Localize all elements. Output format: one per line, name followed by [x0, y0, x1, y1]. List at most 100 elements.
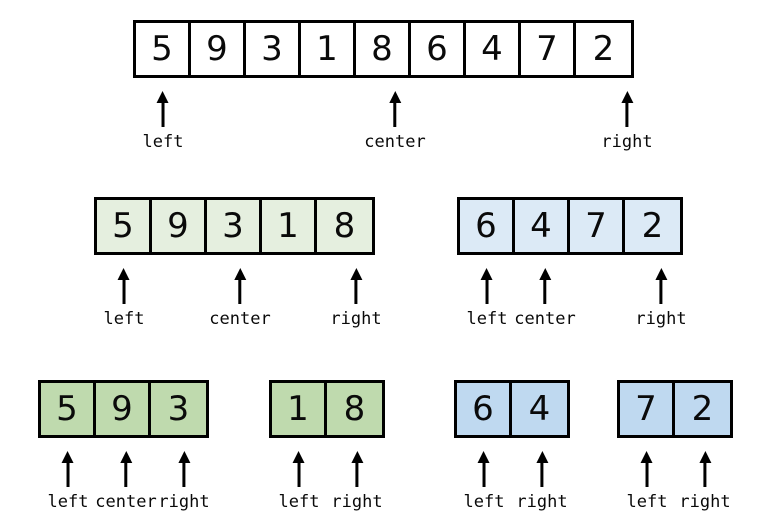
arrow-up-icon — [699, 451, 711, 463]
arrow-stem — [659, 280, 663, 304]
arrow-up-icon — [621, 91, 633, 103]
pointer-label: right — [158, 492, 210, 512]
cell-value: 7 — [585, 206, 607, 246]
array-cell: 3 — [151, 383, 206, 435]
array-cell: 5 — [136, 23, 191, 75]
arrow-up-icon — [538, 268, 551, 280]
array-cell: 9 — [152, 200, 207, 252]
pointer-center: center — [364, 91, 426, 152]
pointer-left: left — [466, 268, 508, 329]
array-cell: 2 — [625, 200, 680, 252]
pointer-center: center — [209, 268, 271, 328]
arrow-up-icon — [640, 451, 653, 463]
pointer-label: center — [364, 132, 426, 152]
cell-value: 6 — [426, 29, 448, 69]
array-cell: 7 — [570, 200, 625, 252]
pointer-row: left center right — [94, 268, 382, 346]
cell-value: 6 — [472, 389, 494, 429]
pointer-right: right — [330, 268, 382, 329]
arrow-stem — [354, 280, 358, 304]
pointer-label: left — [466, 309, 508, 329]
pointer-label: right — [635, 309, 687, 329]
array-cell: 4 — [515, 200, 570, 252]
arrow-stem — [703, 463, 707, 487]
pointer-label: right — [331, 492, 383, 512]
array-cell: 9 — [96, 383, 151, 435]
arrow-up-icon — [233, 268, 246, 280]
arrow-up-icon — [480, 268, 493, 280]
pointer-label: left — [626, 492, 668, 512]
cell-value: 8 — [371, 29, 393, 69]
pointer-label: right — [516, 492, 568, 512]
array-cell: 3 — [207, 200, 262, 252]
cell-value: 2 — [592, 29, 615, 69]
cell-value: 1 — [277, 206, 299, 246]
arrow-up-icon — [156, 91, 169, 103]
array-cell: 3 — [246, 23, 301, 75]
arrow-stem — [238, 280, 242, 304]
cell-value: 7 — [536, 29, 558, 69]
array-cell: 6 — [457, 383, 512, 435]
array-cell: 7 — [620, 383, 675, 435]
cell-value: 7 — [635, 389, 657, 429]
pointer-right: right — [635, 268, 687, 329]
cell-value: 8 — [343, 389, 366, 429]
cell-value: 2 — [691, 389, 714, 429]
arrow-up-icon — [477, 451, 490, 463]
array-cell: 9 — [191, 23, 246, 75]
cell-value: 3 — [222, 206, 244, 246]
pointer-label: left — [47, 492, 89, 512]
array-cell: 8 — [356, 23, 411, 75]
cell-value: 4 — [528, 389, 551, 429]
pointer-label: left — [142, 132, 184, 152]
arrow-stem — [297, 463, 301, 487]
pointer-right: right — [158, 451, 210, 512]
pointer-left: left — [626, 451, 668, 512]
cell-value: 5 — [112, 206, 134, 246]
arrow-stem — [182, 463, 186, 487]
array-cell: 4 — [466, 23, 521, 75]
arrow-up-icon — [536, 451, 548, 463]
pointer-right: right — [331, 451, 383, 512]
array-cell: 5 — [41, 383, 96, 435]
pointer-right: right — [516, 451, 568, 512]
arrow-stem — [482, 463, 486, 487]
cell-value: 5 — [151, 29, 173, 69]
pointer-row: left center right — [133, 91, 653, 169]
pointer-center: center — [95, 451, 157, 512]
pointer-row: left right — [269, 451, 385, 529]
arrow-stem — [645, 463, 649, 487]
arrow-stem — [122, 280, 126, 304]
cell-value: 3 — [261, 29, 283, 69]
pointer-right: right — [601, 91, 653, 151]
pointer-label: left — [103, 309, 145, 329]
cell-value: 4 — [481, 29, 503, 69]
array-cell: 1 — [262, 200, 317, 252]
arrow-stem — [543, 280, 547, 304]
arrow-up-icon — [61, 451, 74, 463]
pointer-label: left — [278, 492, 320, 512]
cell-value: 9 — [111, 389, 133, 429]
cell-value: 8 — [333, 206, 356, 246]
cell-value: 9 — [167, 206, 189, 246]
pointer-label: right — [330, 309, 382, 329]
array-cell: 1 — [272, 383, 327, 435]
pointer-label: center — [95, 492, 157, 512]
arrow-up-icon — [117, 268, 130, 280]
cell-value: 1 — [287, 389, 309, 429]
array-cell: 8 — [317, 200, 372, 252]
pointer-left: left — [464, 451, 504, 511]
